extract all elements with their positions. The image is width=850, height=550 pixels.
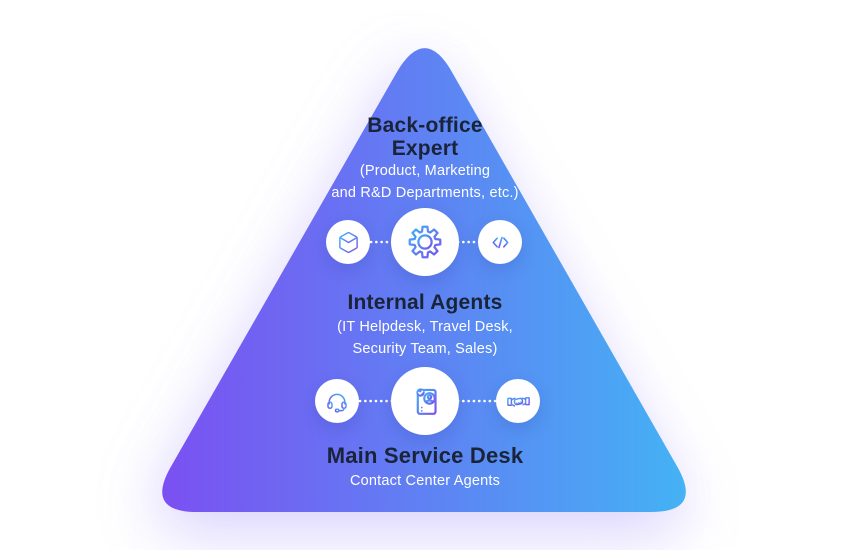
- tier-back-office-subtitle: (Product, Marketing and R&D Departments,…: [275, 161, 575, 204]
- gear-icon-circle: [391, 208, 459, 276]
- tier-subtitle: (IT Helpdesk, Travel Desk, Security Team…: [337, 319, 513, 357]
- handshake-icon: [506, 396, 530, 407]
- tier-title-line1: Back-office: [367, 114, 483, 137]
- tier-subtitle: Contact Center Agents: [349, 473, 501, 489]
- tier-internal-agents-title: Internal Agents: [275, 291, 575, 314]
- gear-icon: [408, 225, 442, 259]
- resume-check-icon-circle: [391, 367, 459, 435]
- dotted-connector: [358, 399, 395, 403]
- dotted-connector: [456, 240, 483, 244]
- code-icon: [491, 236, 509, 248]
- headset-icon: [327, 393, 347, 413]
- tier-title: Internal Agents: [347, 291, 503, 314]
- cube-icon: [338, 231, 358, 253]
- dotted-connector: [456, 399, 499, 403]
- tier-internal-agents-subtitle: (IT Helpdesk, Travel Desk, Security Team…: [275, 317, 575, 360]
- headset-icon-circle: [315, 379, 359, 423]
- dotted-connector: [369, 240, 396, 244]
- tier-title: Main Service Desk: [326, 443, 524, 468]
- tier-title: Back-office Expert: [275, 114, 575, 160]
- handshake-icon-circle: [496, 379, 540, 423]
- cube-icon-circle: [326, 220, 370, 264]
- tier-title-line2: Expert: [391, 137, 459, 160]
- tier-subtitle: (Product, Marketing and R&D Departments,…: [331, 163, 519, 201]
- tier-main-service-desk-title: Main Service Desk: [275, 444, 575, 467]
- tier-back-office-title: Back-office Expert: [275, 114, 575, 160]
- resume-check-icon: [415, 387, 437, 415]
- tier-main-service-desk-subtitle: Contact Center Agents: [275, 471, 575, 493]
- code-icon-circle: [478, 220, 522, 264]
